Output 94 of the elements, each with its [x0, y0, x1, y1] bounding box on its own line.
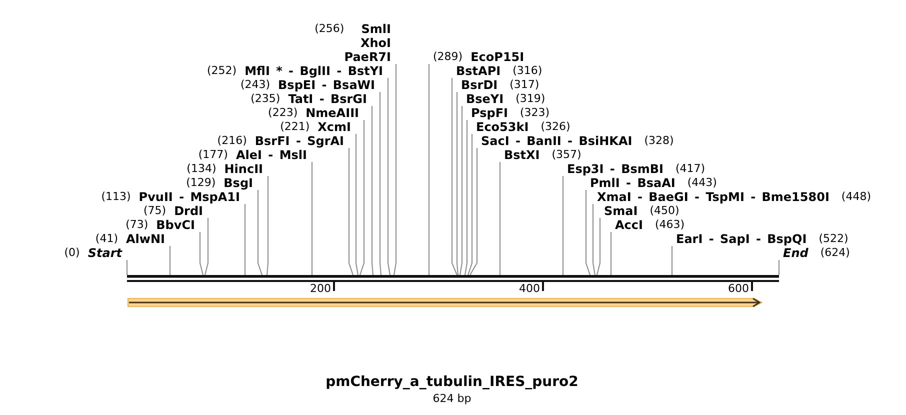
end-label: End: [783, 246, 808, 260]
enzyme-name: AccI: [615, 218, 643, 232]
cut-position: (252): [207, 64, 237, 78]
cut-position: (129): [186, 176, 216, 190]
dna-backbone: [127, 275, 779, 282]
leader-line: [380, 92, 382, 276]
enzyme-name: BsrDI: [461, 78, 498, 92]
enzyme-name: AlwNI: [126, 232, 165, 246]
enzyme-name: Eco53kI: [476, 120, 529, 134]
enzyme-name: PspFI: [471, 106, 508, 120]
leader-line: [204, 218, 208, 276]
leader-line: [394, 64, 396, 276]
enzyme-name: PvuII - MspA1I: [138, 190, 240, 204]
enzyme-name: Esp3I - BsmBI: [567, 162, 664, 176]
cut-position: (73): [126, 218, 148, 232]
leader-line: [258, 190, 262, 276]
scale-label: 200: [310, 282, 331, 295]
cut-position: (113): [101, 190, 131, 204]
cut-position: (326): [540, 120, 570, 134]
leader-line: [456, 92, 458, 276]
cut-position: (357): [552, 148, 582, 162]
leader-line: [586, 190, 590, 276]
leader-line: [596, 218, 600, 276]
cut-position: (522): [818, 232, 848, 246]
leader-line: [348, 148, 354, 276]
cut-position: (134): [186, 162, 216, 176]
cut-position: (75): [143, 204, 166, 218]
cut-position: (463): [654, 218, 685, 232]
leader-line: [468, 134, 472, 276]
leader-line: [126, 260, 128, 276]
enzyme-name: BspEI - BsaWI: [278, 78, 375, 92]
enzyme-name: PaeR7I: [344, 50, 391, 64]
leader-line: [562, 176, 564, 276]
cut-position: (223): [268, 106, 298, 120]
enzyme-name: SmaI: [604, 204, 638, 218]
scale-label: 400: [519, 282, 540, 295]
cut-position: (417): [675, 162, 706, 176]
leader-line: [200, 232, 204, 276]
cut-position: (289): [433, 50, 463, 64]
enzyme-name: DrdI: [174, 204, 203, 218]
enzyme-name: EcoP15I: [470, 50, 524, 64]
start-label: Start: [88, 246, 122, 260]
leader-line: [464, 120, 468, 276]
enzyme-name: SmlI: [361, 22, 391, 36]
leader-line: [470, 148, 478, 276]
cut-position: (216): [217, 134, 247, 148]
cut-position: (221): [280, 120, 310, 134]
leader-line: [452, 78, 458, 276]
leader-line: [372, 106, 374, 276]
leader-line: [460, 106, 462, 276]
leader-line: [356, 134, 358, 276]
leader-line: [778, 260, 780, 276]
cut-position: (0): [64, 246, 80, 260]
enzyme-name: XmaI - BaeGI - TspMI - Bme1580I: [597, 190, 830, 204]
cut-position: (443): [687, 176, 717, 190]
cut-position: (328): [644, 134, 674, 148]
enzyme-name: BsrFI - SgrAI: [254, 134, 344, 148]
enzyme-name: BstAPI: [456, 64, 501, 78]
scale-label: 600: [728, 282, 749, 295]
enzyme-name: MflI * - BglII - BstYI: [244, 64, 383, 78]
cut-position: (316): [512, 64, 542, 78]
leader-line: [388, 78, 390, 276]
leader-line: [244, 204, 246, 276]
map-title: pmCherry_a_tubulin_IRES_puro2: [326, 374, 578, 391]
enzyme-name: XhoI: [360, 36, 391, 50]
cut-position: (323): [520, 106, 550, 120]
sequence-length: 624 bp: [432, 392, 472, 405]
enzyme-name: BseYI: [466, 92, 504, 106]
cut-position: (243): [240, 78, 270, 92]
cut-position: (235): [250, 92, 280, 106]
leader-line: [610, 232, 612, 276]
enzyme-name: EarI - SapI - BspQI: [676, 232, 807, 246]
enzyme-name: HincII: [224, 162, 263, 176]
enzyme-name: TatI - BsrGI: [288, 92, 367, 106]
enzyme-name: NmeAIII: [306, 106, 359, 120]
cut-position: (448): [841, 190, 871, 204]
enzyme-name: XcmI: [318, 120, 351, 134]
enzyme-name: BstXI: [504, 148, 540, 162]
enzyme-name: BbvCI: [156, 218, 195, 232]
cut-position: (319): [516, 92, 546, 106]
cut-position: (317): [510, 78, 540, 92]
enzyme-name: SacI - BanII - BsiHKAI: [481, 134, 632, 148]
cut-position: (624): [820, 246, 850, 260]
enzyme-name: PmlI - BsaAI: [590, 176, 676, 190]
cut-position: (177): [198, 148, 228, 162]
leader-line: [592, 204, 596, 276]
enzyme-name: AleI - MslI: [236, 148, 307, 162]
cut-position: (256): [314, 22, 344, 36]
leader-line: [428, 64, 430, 276]
leader-line: [266, 176, 268, 276]
cut-position: (450): [650, 204, 680, 218]
enzyme-name: BsgI: [224, 176, 253, 190]
leader-line: [360, 120, 364, 276]
cut-position: (41): [95, 232, 118, 246]
